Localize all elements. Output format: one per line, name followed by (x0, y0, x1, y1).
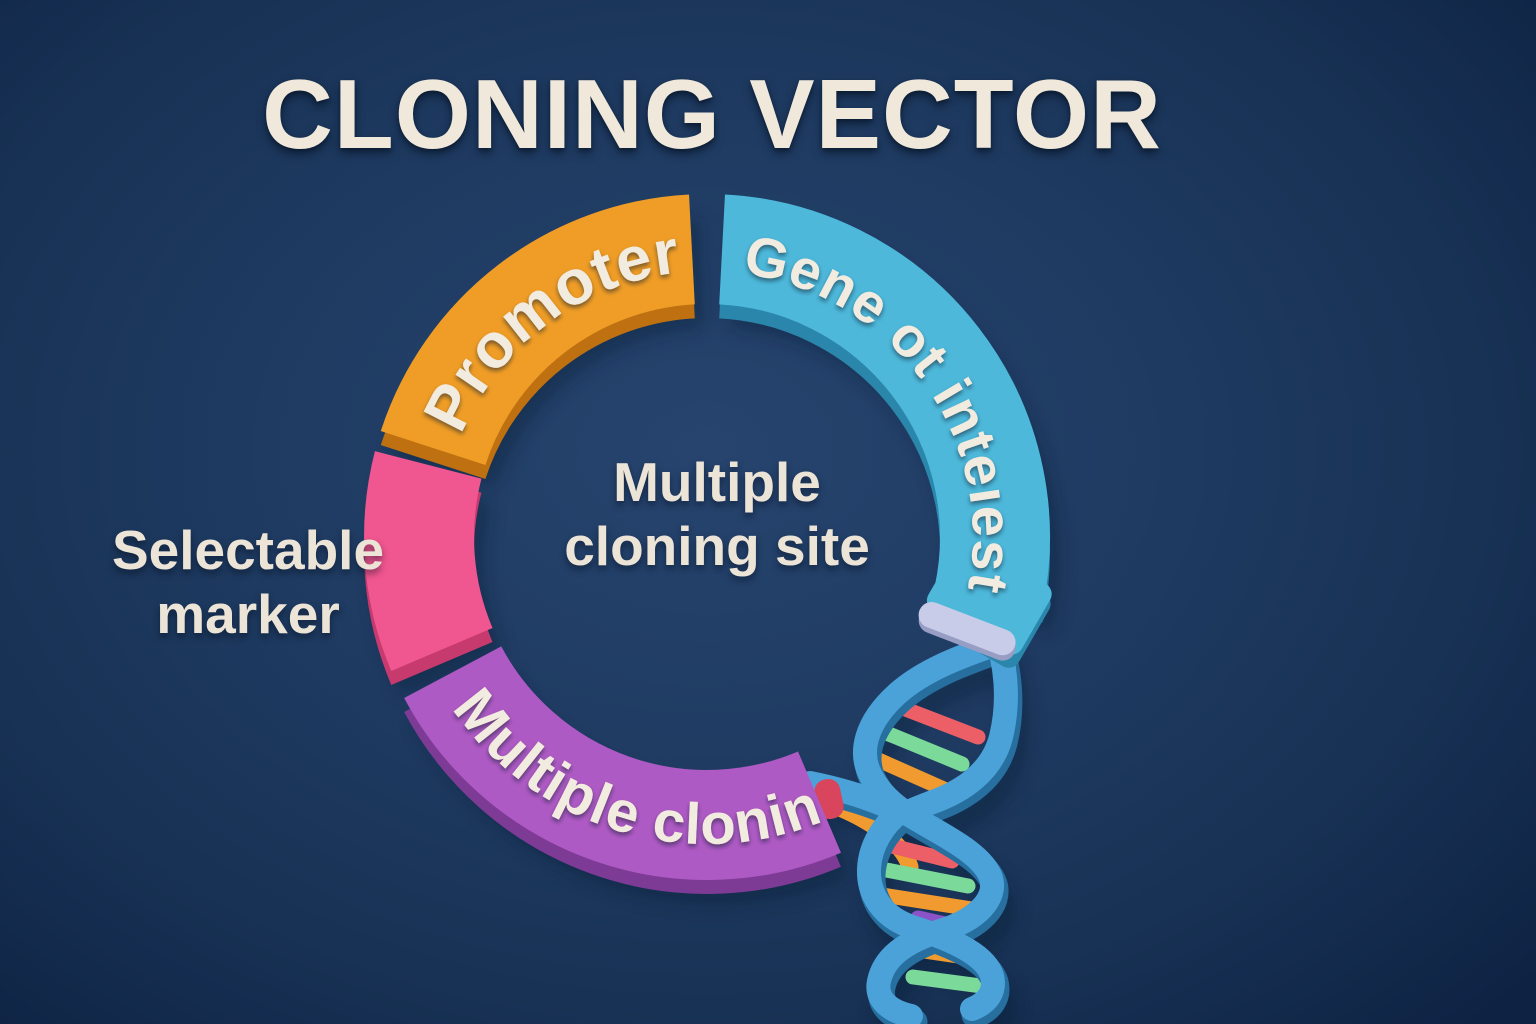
dna-rung (887, 697, 986, 745)
multiple-cloning-site-label-line1: Multiple (613, 451, 821, 513)
multiple-cloning-site-label: Multiple cloning site (462, 450, 972, 578)
diagram-title: CLONING VECTOR (262, 59, 1162, 169)
dna-helix (810, 630, 1009, 1022)
dna-rung (905, 969, 997, 995)
linker-pill (918, 602, 1016, 661)
dna-rung (866, 750, 954, 798)
dna-rung (876, 724, 970, 772)
multiple-cloning-site-label-line2: cloning site (564, 515, 870, 577)
dna-rung (868, 860, 976, 894)
selectable-marker-label-line1: Selectable (111, 519, 385, 581)
selectable-marker-label-line2: marker (156, 583, 340, 645)
dna-rung (874, 887, 980, 917)
selectable-marker-label: Selectable marker (38, 518, 458, 646)
